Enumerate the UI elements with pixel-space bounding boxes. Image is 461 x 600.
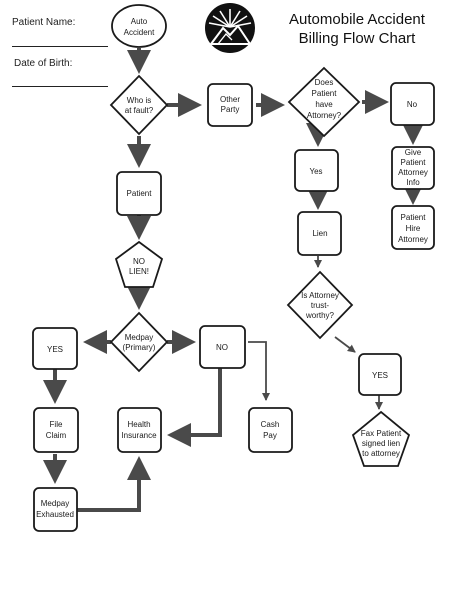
svg-text:Cash: Cash	[261, 420, 280, 429]
node-give-attorney-info: Give Patient Attorney Info	[391, 146, 435, 190]
node-yes-attorney: Yes	[294, 149, 339, 192]
svg-text:Patient: Patient	[401, 158, 427, 167]
svg-text:have: have	[315, 100, 333, 109]
svg-text:Give: Give	[405, 148, 422, 157]
svg-text:No: No	[407, 100, 418, 109]
svg-text:Patient: Patient	[312, 89, 338, 98]
dob-label: Date of Birth:	[14, 58, 73, 69]
title-line-1: Automobile Accident	[289, 11, 425, 28]
svg-text:at fault?: at fault?	[125, 106, 154, 115]
svg-text:NO: NO	[133, 257, 145, 266]
node-patient: Patient	[116, 171, 162, 216]
svg-text:YES: YES	[47, 345, 63, 354]
svg-text:Who is: Who is	[127, 96, 151, 105]
svg-text:File: File	[50, 420, 63, 429]
svg-text:Fax Patient: Fax Patient	[361, 429, 402, 438]
node-yes-trustworthy: YES	[358, 353, 402, 396]
arrow-exhausted-to-health-insurance	[77, 456, 151, 512]
svg-text:Insurance: Insurance	[121, 431, 157, 440]
svg-text:Hire: Hire	[406, 224, 421, 233]
svg-text:Attorney: Attorney	[398, 235, 428, 244]
node-no-medpay: NO	[199, 325, 246, 369]
svg-text:Lien: Lien	[312, 229, 327, 238]
node-medpay-exhausted: Medpay Exhausted	[33, 487, 78, 532]
svg-text:Exhausted: Exhausted	[36, 510, 74, 519]
svg-text:Attorney: Attorney	[398, 168, 428, 177]
svg-text:signed lien: signed lien	[362, 439, 400, 448]
node-patient-hire-attorney: Patient Hire Attorney	[391, 205, 435, 250]
svg-text:Claim: Claim	[46, 431, 67, 440]
node-file-claim: File Claim	[33, 407, 79, 453]
node-auto-accident: Auto Accident	[111, 4, 167, 48]
dob-field[interactable]	[12, 86, 108, 87]
title-line-2: Billing Flow Chart	[298, 30, 416, 47]
node-no-attorney: No	[390, 82, 435, 126]
svg-text:Patient: Patient	[127, 189, 153, 198]
node-lien: Lien	[297, 211, 342, 256]
svg-text:NO: NO	[216, 343, 228, 352]
svg-text:Attorney?: Attorney?	[307, 111, 342, 120]
svg-text:Party: Party	[221, 105, 240, 114]
svg-text:Health: Health	[127, 420, 150, 429]
svg-text:Yes: Yes	[309, 167, 322, 176]
node-health-insurance: Health Insurance	[117, 407, 162, 453]
svg-text:Is Attorney: Is Attorney	[301, 291, 339, 300]
node-no-lien: NO LIEN!	[114, 240, 164, 288]
mountain-sun-icon	[205, 3, 255, 53]
svg-text:LIEN!: LIEN!	[129, 267, 149, 276]
node-fax-patient-lien: Fax Patient signed lien to attorney	[351, 410, 411, 467]
node-cash-pay: Cash Pay	[248, 407, 293, 453]
node-yes-medpay: YES	[32, 327, 78, 370]
svg-text:Patient: Patient	[401, 213, 427, 222]
patient-name-label: Patient Name:	[12, 17, 76, 28]
node-attorney-trustworthy: Is Attorney trust- worthy?	[286, 270, 354, 340]
svg-text:to attorney: to attorney	[362, 449, 400, 458]
svg-text:Auto: Auto	[131, 17, 148, 26]
svg-text:Medpay: Medpay	[125, 333, 153, 342]
arrow-no-to-health-insurance	[167, 368, 222, 447]
thin-connectors	[248, 256, 383, 410]
patient-name-field[interactable]	[12, 46, 108, 47]
node-who-at-fault: Who is at fault?	[109, 74, 169, 136]
arrow-trustworthy-to-yes	[334, 336, 356, 353]
svg-text:Info: Info	[406, 178, 420, 187]
node-does-patient-have-attorney: Does Patient have Attorney?	[287, 66, 361, 138]
svg-text:worthy?: worthy?	[305, 311, 335, 320]
node-other-party: Other Party	[207, 83, 253, 127]
connectors	[43, 48, 425, 512]
svg-text:Accident: Accident	[124, 28, 155, 37]
svg-text:Does: Does	[315, 78, 334, 87]
svg-text:Medpay: Medpay	[41, 499, 69, 508]
svg-text:Pay: Pay	[263, 431, 277, 440]
node-medpay-primary: Medpay (Primary)	[109, 311, 169, 373]
arrow-no-to-cash-pay	[248, 341, 270, 401]
svg-text:trust-: trust-	[311, 301, 330, 310]
svg-text:YES: YES	[372, 371, 388, 380]
svg-text:Other: Other	[220, 95, 240, 104]
svg-text:(Primary): (Primary)	[123, 343, 156, 352]
